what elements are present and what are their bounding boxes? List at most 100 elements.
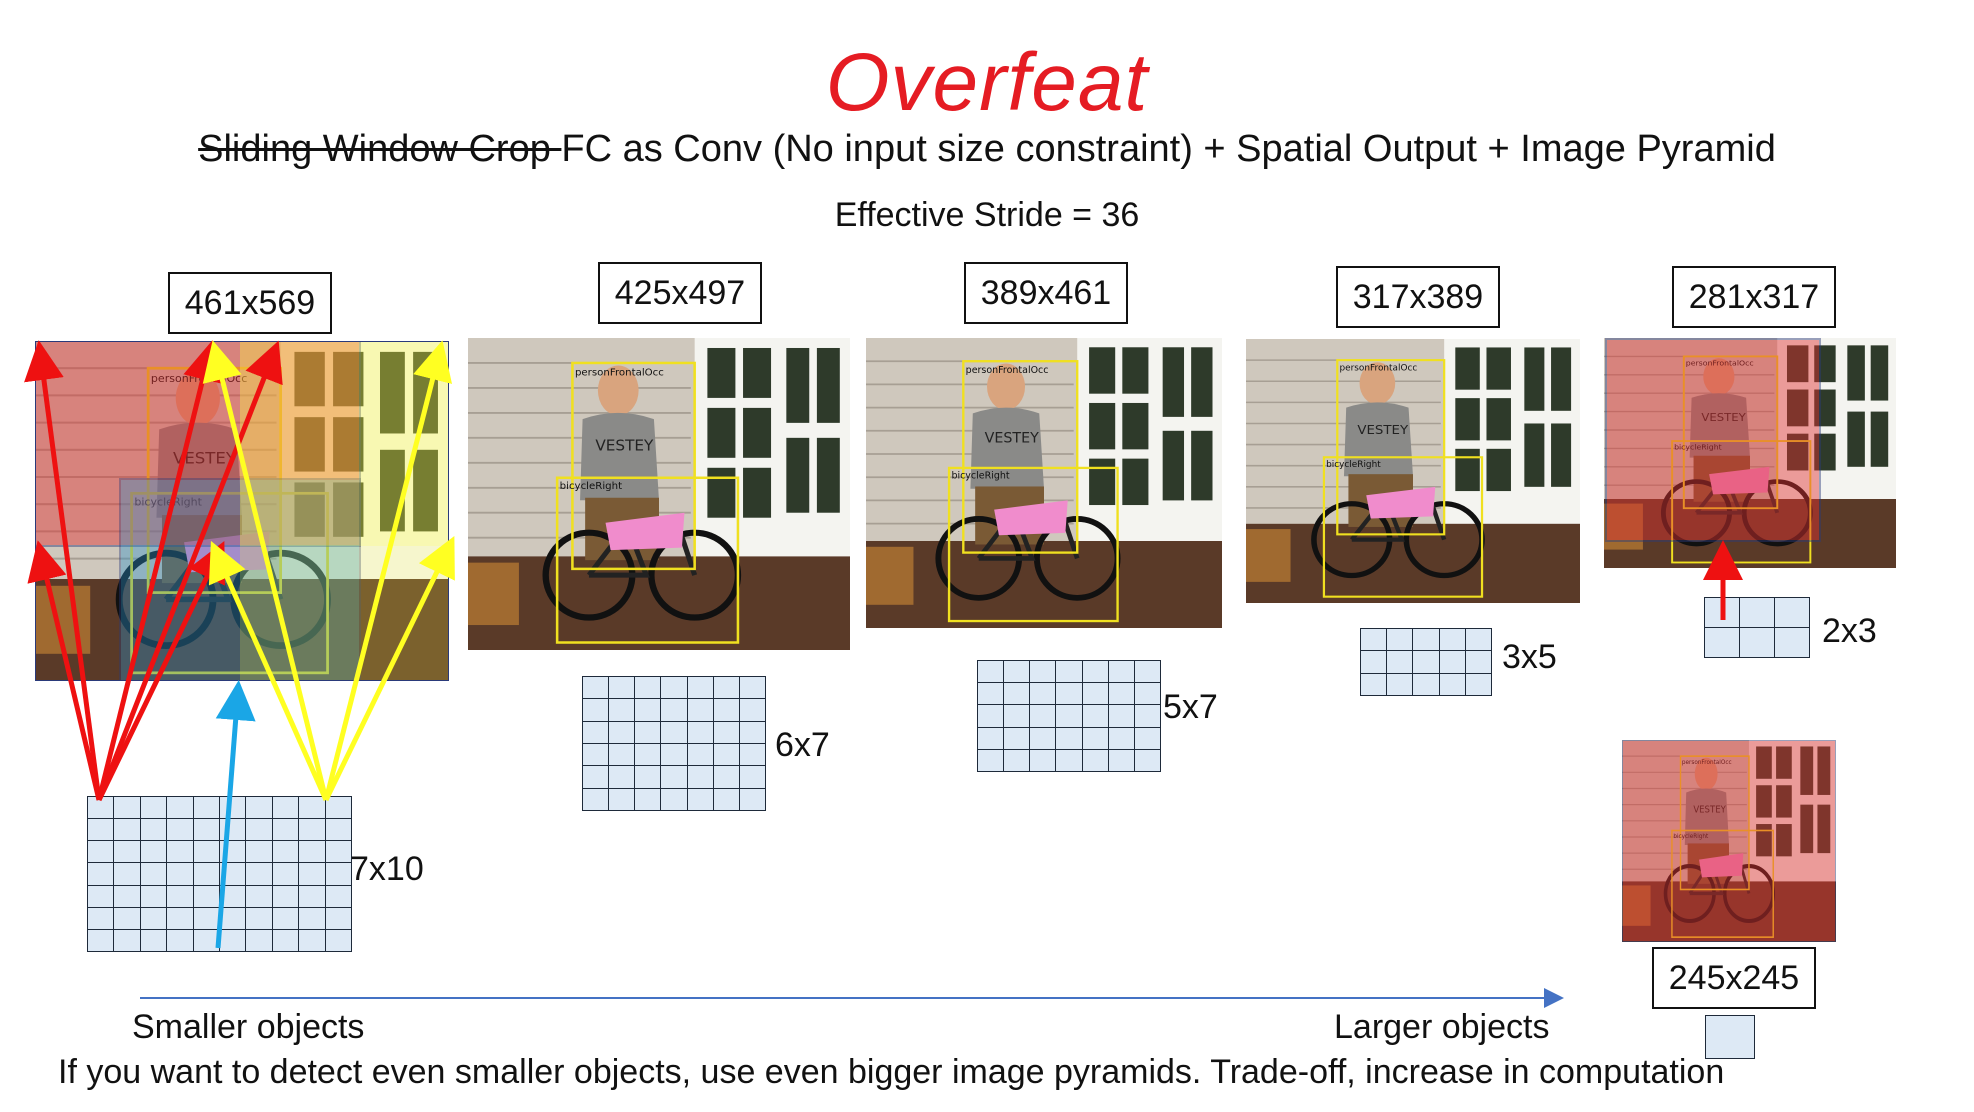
axis-label-larger: Larger objects bbox=[1334, 1008, 1550, 1046]
grid-cell bbox=[1081, 659, 1109, 684]
grid-cell bbox=[166, 862, 194, 886]
grid-cell bbox=[581, 675, 610, 700]
grid-cell bbox=[86, 928, 115, 952]
grid-cell bbox=[218, 906, 247, 930]
grid-cell bbox=[86, 884, 115, 908]
grid-cell bbox=[324, 840, 352, 864]
grid-cell bbox=[686, 720, 714, 744]
photo-scale-5 bbox=[1604, 338, 1896, 568]
grid-cell bbox=[324, 795, 352, 820]
grid-cell bbox=[1774, 597, 1810, 628]
output-grid-5 bbox=[1704, 597, 1810, 658]
grid-cell bbox=[1003, 659, 1031, 684]
grid-cell bbox=[139, 928, 168, 952]
grid-row bbox=[86, 928, 352, 952]
grid-cell bbox=[86, 818, 115, 842]
grid-cell bbox=[218, 928, 247, 952]
grid-cell bbox=[298, 862, 326, 886]
grid-cell bbox=[1055, 704, 1083, 728]
grid-cell bbox=[245, 795, 273, 820]
grid-cell bbox=[1107, 704, 1135, 728]
grid-cell bbox=[1704, 597, 1740, 628]
grid-cell bbox=[1133, 726, 1161, 750]
grid-cell bbox=[166, 818, 194, 842]
grid-cell bbox=[660, 787, 688, 811]
grid-cell bbox=[712, 787, 740, 811]
grid-cell bbox=[218, 818, 247, 842]
grid-cell bbox=[86, 862, 115, 886]
grid-cell bbox=[712, 720, 740, 744]
grid-cell bbox=[1029, 704, 1057, 728]
grid-cell bbox=[1003, 748, 1031, 772]
grid-cell bbox=[139, 862, 168, 886]
grid-row bbox=[581, 742, 766, 767]
grid-row bbox=[1359, 672, 1492, 696]
grid-row bbox=[86, 795, 352, 820]
grid-cell bbox=[1412, 627, 1440, 652]
grid-cell bbox=[1412, 650, 1440, 674]
grid-cell bbox=[1133, 704, 1161, 728]
grid-cell bbox=[298, 884, 326, 908]
grid-cell bbox=[1107, 682, 1135, 706]
grid-cell bbox=[113, 818, 141, 842]
grid-cell bbox=[139, 884, 168, 908]
photo-scale-1 bbox=[35, 341, 449, 681]
grid-cell bbox=[976, 726, 1005, 750]
stride-label: Effective Stride = 36 bbox=[834, 196, 1140, 234]
grid-row bbox=[1704, 597, 1810, 628]
grid-cell bbox=[1081, 682, 1109, 706]
grid-row bbox=[1359, 627, 1492, 652]
grid-cell bbox=[1739, 627, 1775, 658]
grid-cell bbox=[738, 787, 766, 811]
grid-cell bbox=[192, 906, 220, 930]
grid-cell bbox=[686, 698, 714, 722]
grid-cell bbox=[218, 795, 247, 820]
grid-cell bbox=[686, 765, 714, 789]
grid-cell bbox=[1107, 726, 1135, 750]
grid-cell bbox=[1055, 748, 1083, 772]
grid-cell bbox=[634, 765, 662, 789]
grid-cell bbox=[324, 884, 352, 908]
grid-cell bbox=[634, 698, 662, 722]
photo-scale-4 bbox=[1246, 339, 1580, 603]
grid-cell bbox=[712, 675, 740, 700]
axis-label-smaller: Smaller objects bbox=[132, 1008, 365, 1046]
grid-cell bbox=[660, 675, 688, 700]
grid-cell bbox=[608, 675, 636, 700]
grid-cell bbox=[1055, 659, 1083, 684]
size-box-4: 317x389 bbox=[1336, 266, 1500, 328]
grid-cell bbox=[192, 795, 220, 820]
grid-cell bbox=[1107, 748, 1135, 772]
grid-cell bbox=[686, 742, 714, 767]
grid-cell bbox=[166, 795, 194, 820]
grid-cell bbox=[139, 818, 168, 842]
grid-cell bbox=[581, 720, 610, 744]
grid-cell bbox=[271, 840, 300, 864]
grid-label-5: 2x3 bbox=[1822, 612, 1877, 650]
grid-cell bbox=[1081, 748, 1109, 772]
grid-cell bbox=[271, 862, 300, 886]
grid-label-1: 7x10 bbox=[350, 850, 424, 888]
grid-row bbox=[1705, 1015, 1755, 1059]
grid-cell bbox=[976, 704, 1005, 728]
grid-cell bbox=[113, 906, 141, 930]
grid-cell bbox=[1133, 748, 1161, 772]
output-grid-3 bbox=[976, 659, 1161, 772]
grid-cell bbox=[298, 795, 326, 820]
grid-cell bbox=[86, 840, 115, 864]
grid-cell bbox=[581, 765, 610, 789]
grid-cell bbox=[1029, 726, 1057, 750]
grid-row bbox=[86, 840, 352, 864]
grid-cell bbox=[1055, 726, 1083, 750]
struck-text: Sliding Window Crop bbox=[198, 128, 562, 170]
size-box-3: 389x461 bbox=[964, 262, 1128, 324]
grid-cell bbox=[1412, 672, 1440, 696]
grid-cell bbox=[634, 720, 662, 744]
size-box-1: 461x569 bbox=[168, 272, 332, 334]
grid-cell bbox=[245, 840, 273, 864]
grid-cell bbox=[1464, 627, 1492, 652]
grid-row bbox=[976, 659, 1161, 684]
size-box-6: 245x245 bbox=[1652, 947, 1816, 1009]
grid-cell bbox=[608, 765, 636, 789]
grid-cell bbox=[1359, 627, 1388, 652]
